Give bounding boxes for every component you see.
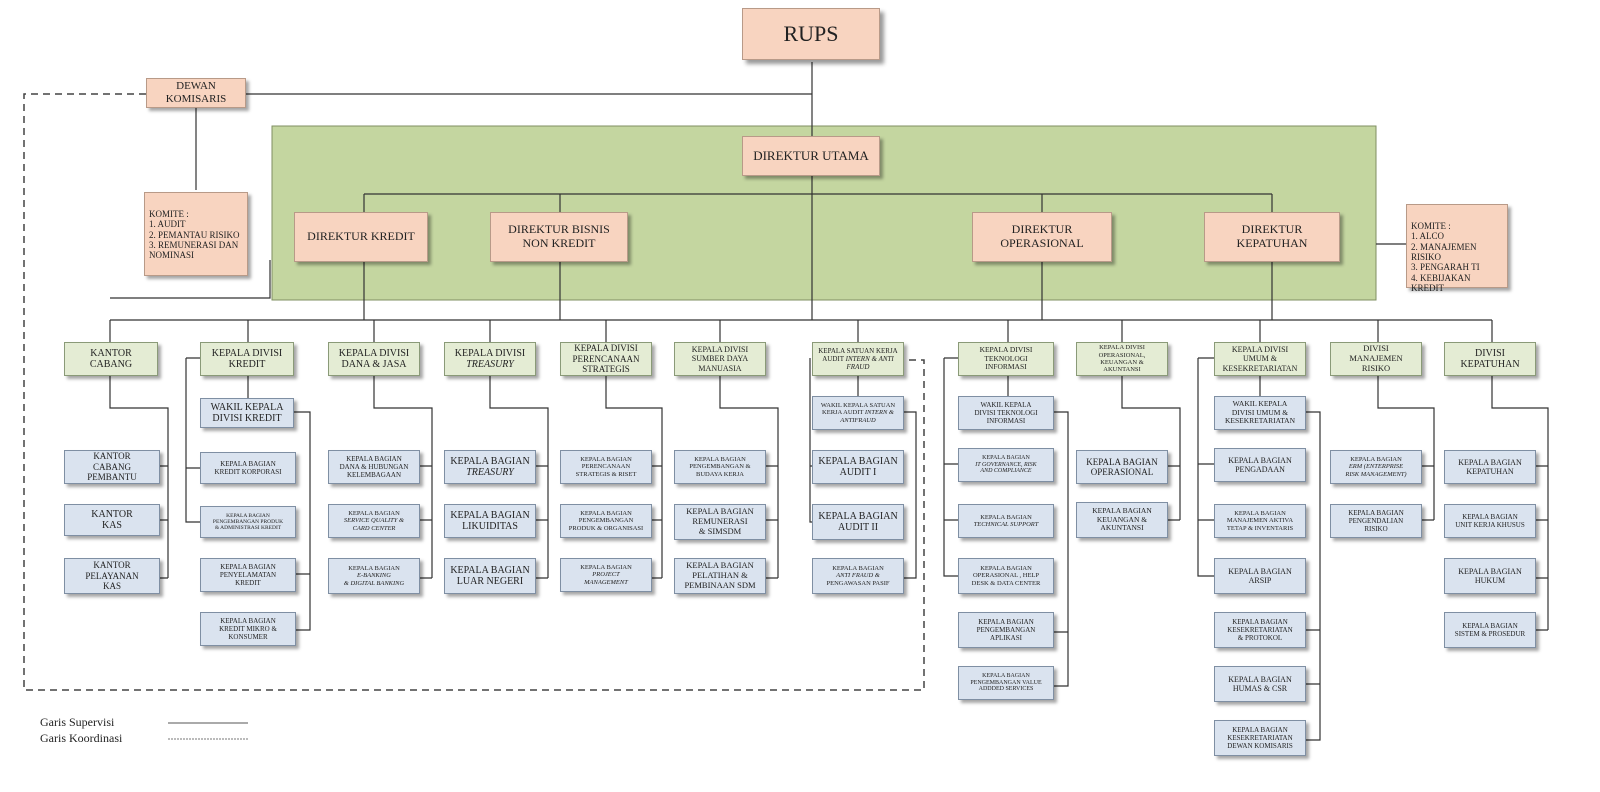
bagian-pengembangan-produk-box: KEPALA BAGIAN PENGEMBANGAN PRODUK & ADMI… [200, 506, 296, 538]
bagian-luar-negeri-box: KEPALA BAGIAN LUAR NEGERI [444, 558, 536, 594]
bagian-pengembangan-aplikasi-box: KEPALA BAGIAN PENGEMBANGAN APLIKASI [958, 612, 1054, 648]
divisi-risiko-box: DIVISI MANAJEMEN RISIKO [1330, 342, 1422, 376]
bagian-keuangan-box: KEPALA BAGIAN KEUANGAN & AKUNTANSI [1076, 502, 1168, 538]
bagian-pengendalian-risiko-box: KEPALA BAGIAN PENGENDALIAN RISIKO [1330, 504, 1422, 538]
bagian-aktiva-box: KEPALA BAGIAN MANAJEMEN AKTIVA TETAP & I… [1214, 504, 1306, 538]
divisi-ti-box: KEPALA DIVISI TEKNOLOGI INFORMASI [958, 342, 1054, 376]
bagian-likuiditas-box: KEPALA BAGIAN LIKUIDITAS [444, 504, 536, 538]
bagian-perencanaan-riset-box: KEPALA BAGIAN PERENCANAAN STRATEGIS & RI… [560, 450, 652, 484]
legend-koordinasi-label: Garis Koordinasi [40, 731, 123, 745]
bagian-dewan-komisaris-box: KEPALA BAGIAN KESEKRETARIATAN DEWAN KOMI… [1214, 720, 1306, 756]
rups-box: RUPS [742, 8, 880, 60]
bagian-protokol-box: KEPALA BAGIAN KESEKRETARIATAN & PROTOKOL [1214, 612, 1306, 648]
kantor-cabang-pembantu-box: KANTOR CABANG PEMBANTU [64, 450, 160, 484]
divisi-umum-box: KEPALA DIVISI UMUM & KESEKRETARIATAN [1214, 342, 1306, 376]
direktur-utama-box: DIREKTUR UTAMA [742, 136, 880, 176]
divisi-perencanaan-box: KEPALA DIVISI PERENCANAAN STRATEGIS [560, 342, 652, 376]
direktur-kepatuhan-box: DIREKTUR KEPATUHAN [1204, 212, 1340, 262]
bagian-unit-kerja-khusus-box: KEPALA BAGIAN UNIT KERJA KHUSUS [1444, 504, 1536, 538]
divisi-dana-box: KEPALA DIVISI DANA & JASA [328, 342, 420, 376]
bagian-value-added-services-box: KEPALA BAGIAN PENGEMBANGAN VALUE ADDDED … [958, 666, 1054, 700]
divisi-kredit-box: KEPALA DIVISI KREDIT [200, 342, 294, 376]
kantor-kas-box: KANTOR KAS [64, 504, 160, 536]
bagian-audit-2-box: KEPALA BAGIAN AUDIT II [812, 504, 904, 540]
bagian-hukum-box: KEPALA BAGIAN HUKUM [1444, 558, 1536, 594]
bagian-operasional-box: KEPALA BAGIAN OPERASIONAL [1076, 450, 1168, 484]
bagian-dana-hubungan-box: KEPALA BAGIAN DANA & HUBUNGAN KELEMBAGAA… [328, 450, 420, 484]
direktur-operasional-box: DIREKTUR OPERASIONAL [972, 212, 1112, 262]
divisi-sdm-box: KEPALA DIVISI SUMBER DAYA MANUASIA [674, 342, 766, 376]
divisi-oka-box: KEPALA DIVISI OPERASIONAL, KEUANGAN & AK… [1076, 342, 1168, 376]
legend-supervisi-label: Garis Supervisi [40, 715, 115, 729]
bagian-kredit-mikro-box: KEPALA BAGIAN KREDIT MIKRO & KONSUMER [200, 612, 296, 646]
bagian-remunerasi-box: KEPALA BAGIAN REMUNERASI & SIMSDM [674, 504, 766, 540]
dewan-komisaris-box: DEWAN KOMISARIS [146, 78, 246, 108]
direktur-bisnis-box: DIREKTUR BISNIS NON KREDIT [490, 212, 628, 262]
bagian-budaya-kerja-box: KEPALA BAGIAN PENGEMBANGAN & BUDAYA KERJ… [674, 450, 766, 484]
bagian-arsip-box: KEPALA BAGIAN ARSIP [1214, 558, 1306, 594]
bagian-humas-box: KEPALA BAGIAN HUMAS & CSR [1214, 666, 1306, 702]
bagian-pelatihan-box: KEPALA BAGIAN PELATIHAN & PEMBINAAN SDM [674, 558, 766, 594]
kantor-pelayanan-kas-box: KANTOR PELAYANAN KAS [64, 558, 160, 594]
satuan-kerja-audit-box: KEPALA SATUAN KERJA AUDIT INTERN & ANTI … [812, 342, 904, 376]
wakil-kepala-divisi-kredit-box: WAKIL KEPALA DIVISI KREDIT [200, 398, 294, 428]
komite-dewan-note: KOMITE : 1. AUDIT 2. PEMANTAU RISIKO 3. … [144, 192, 248, 276]
wakil-kepala-satuan-audit-box: WAKIL KEPALA SATUAN KERJA AUDIT INTERN &… [812, 396, 904, 430]
direktur-kredit-box: DIREKTUR KREDIT [294, 212, 428, 262]
wakil-kepala-divisi-ti-box: WAKIL KEPALA DIVISI TEKNOLOGI INFORMASI [958, 396, 1054, 430]
bagian-kepatuhan-box: KEPALA BAGIAN KEPATUHAN [1444, 450, 1536, 484]
bagian-sistem-prosedur-box: KEPALA BAGIAN SISTEM & PROSEDUR [1444, 612, 1536, 648]
divisi-kepatuhan-box: DIVISI KEPATUHAN [1444, 342, 1536, 376]
bagian-penyelamatan-kredit-box: KEPALA BAGIAN PENYELAMATAN KREDIT [200, 558, 296, 592]
komite-direksi-note: KOMITE : 1. ALCO 2. MANAJEMEN RISIKO 3. … [1406, 204, 1508, 293]
bagian-audit-1-box: KEPALA BAGIAN AUDIT I [812, 450, 904, 484]
bagian-kredit-korporasi-box: KEPALA BAGIAN KREDIT KORPORASI [200, 452, 296, 484]
bagian-help-desk-box: KEPALA BAGIAN OPERASIONAL , HELP DESK & … [958, 558, 1054, 594]
kantor-cabang-box: KANTOR CABANG [64, 342, 158, 376]
wakil-kepala-divisi-umum-box: WAKIL KEPALA DIVISI UMUM & KESEKRETARIAT… [1214, 396, 1306, 430]
bagian-pengembangan-organisasi-box: KEPALA BAGIAN PENGEMBANGAN PRODUK & ORGA… [560, 504, 652, 538]
bagian-pengadaan-box: KEPALA BAGIAN PENGADAAN [1214, 448, 1306, 482]
